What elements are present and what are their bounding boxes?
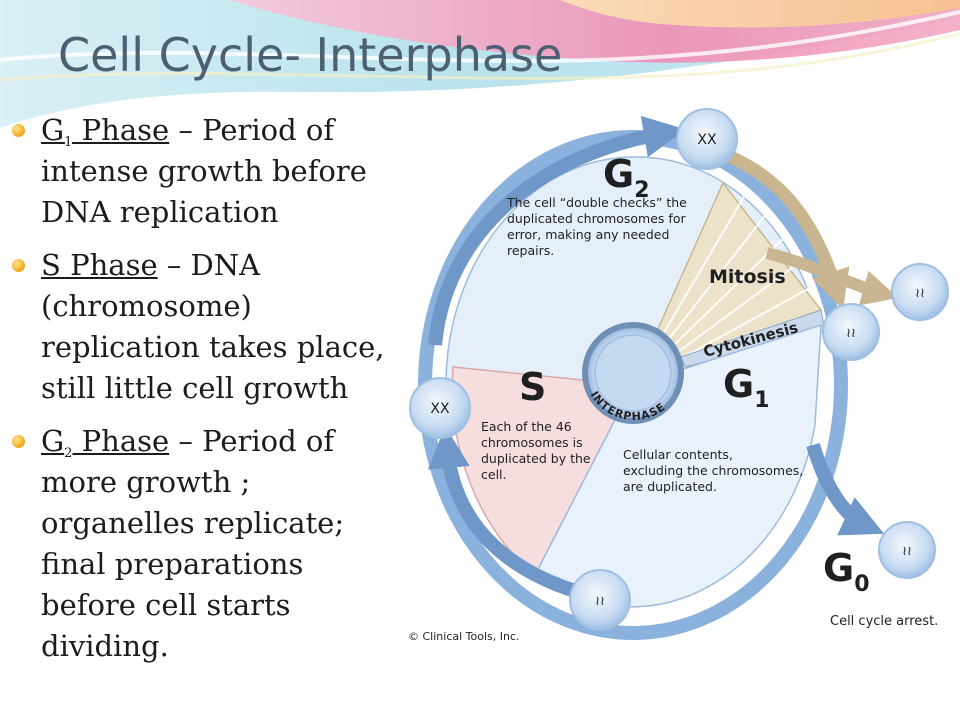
svg-text:≀≀: ≀≀ [595, 594, 605, 609]
g2-heading: G2 [603, 152, 650, 203]
s-heading: S [519, 365, 546, 409]
arrow-mitosis-daughter [765, 247, 899, 306]
g1-heading: G1 [723, 362, 770, 413]
cell-cycle-diagram: INTERPHASE XX ≀≀ ≀≀ XX ≀≀ ≀≀ G2 The cell… [408, 108, 949, 643]
cell-g1: ≀≀ [569, 569, 631, 631]
g0-caption: Cell cycle arrest. [830, 614, 938, 629]
s-phase-description: – DNA (chromosome) replication takes pla… [41, 248, 385, 405]
svg-text:≀≀: ≀≀ [902, 544, 912, 559]
svg-text:≀≀: ≀≀ [915, 286, 925, 301]
svg-text:≀≀: ≀≀ [846, 326, 856, 341]
header-banner [0, 0, 960, 128]
s-phase-term: S Phase [41, 248, 158, 282]
g2-description: The cell “double checks” the duplicated … [506, 195, 691, 258]
bullet-icon [12, 259, 25, 272]
cell-g2: XX [676, 108, 738, 170]
g2-phase-term: G2 Phase [41, 424, 170, 461]
arrow-g1-to-s [427, 426, 578, 598]
g1-description: Cellular contents, excluding the chromos… [623, 447, 807, 494]
s-description: Each of the 46 chromosomes is duplicated… [481, 419, 595, 482]
bullet-s-phase: S Phase – DNA (chromosome) replication t… [12, 245, 402, 409]
g1-phase-term: G1 Phase [41, 113, 170, 150]
bullet-g2-phase: G2 Phase – Period of more growth ; organ… [12, 421, 402, 667]
cell-s: XX [409, 377, 471, 439]
copyright-notice: © Clinical Tools, Inc. [408, 630, 520, 643]
svg-text:XX: XX [697, 132, 717, 148]
mitosis-label: Mitosis [709, 266, 786, 288]
cell-g0: ≀≀ [878, 521, 936, 579]
cell-daughter-1: ≀≀ [891, 263, 949, 321]
cell-daughter-2: ≀≀ [822, 303, 880, 361]
arrow-to-g0 [806, 442, 885, 536]
slide-title: Cell Cycle- Interphase [58, 28, 563, 82]
g0-heading: G0 [823, 546, 870, 597]
g1-phase-description: – Period of intense growth before DNA re… [41, 113, 367, 229]
arrow-s-to-g2 [428, 115, 686, 346]
bullet-icon [12, 124, 25, 137]
bullet-list: G1 Phase – Period of intense growth befo… [12, 110, 402, 679]
g2-phase-description: – Period of more growth ; organelles rep… [41, 424, 345, 663]
bullet-g1-phase: G1 Phase – Period of intense growth befo… [12, 110, 402, 233]
bullet-icon [12, 435, 25, 448]
svg-text:XX: XX [430, 401, 450, 417]
